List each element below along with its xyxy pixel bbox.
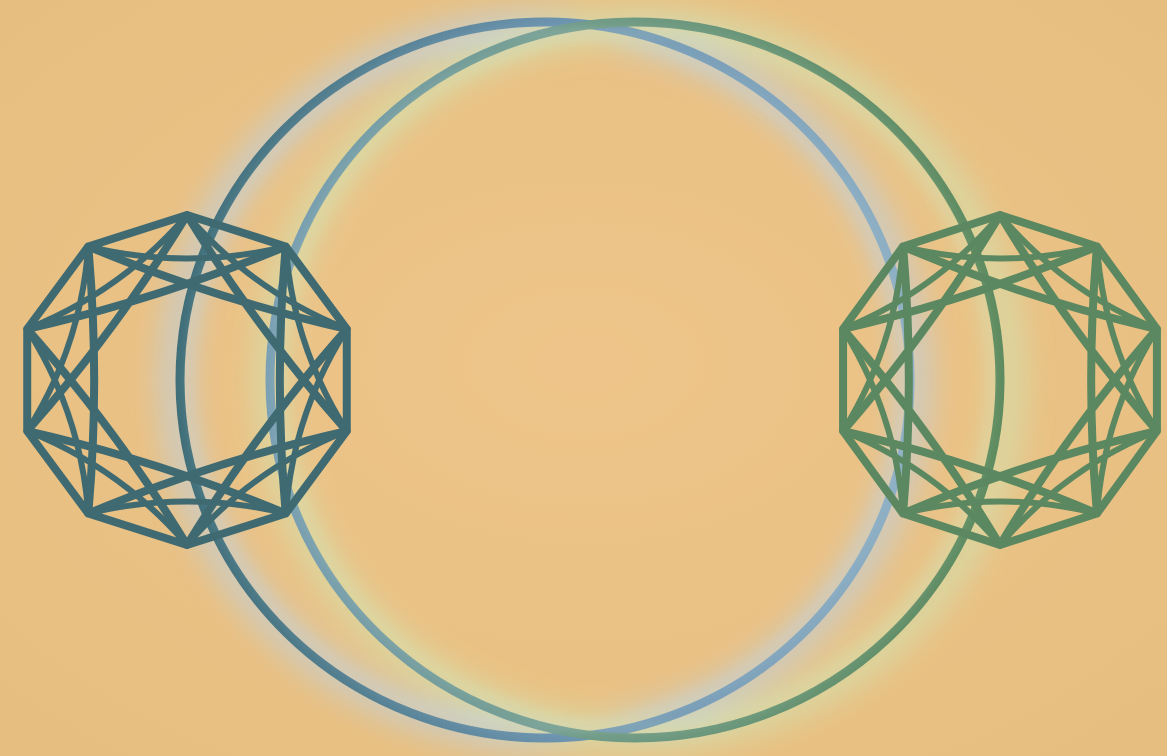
illustration-canvas bbox=[0, 0, 1167, 756]
